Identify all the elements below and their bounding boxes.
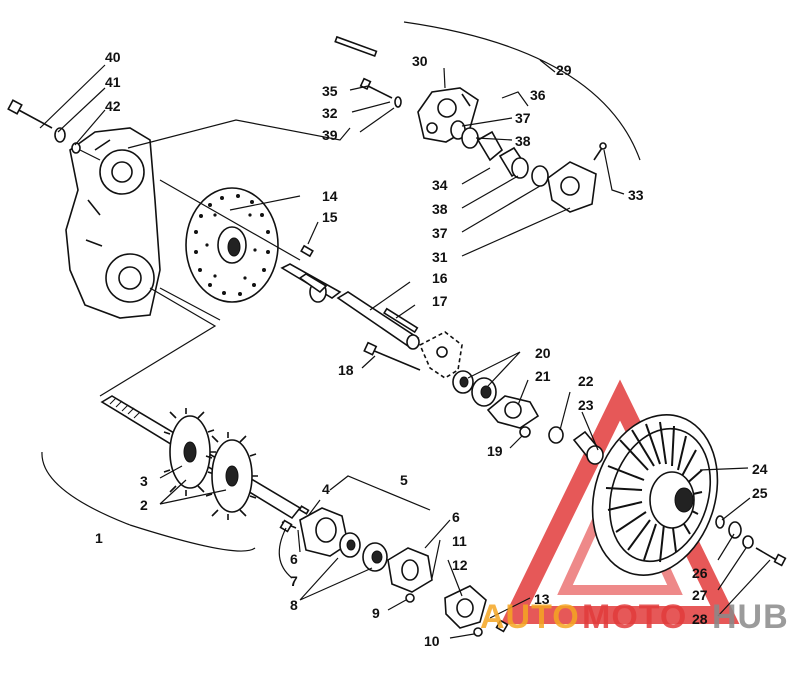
washer-39 <box>394 96 402 108</box>
label-15: 15 <box>322 209 338 225</box>
label-14: 14 <box>322 188 338 204</box>
label-4: 4 <box>322 481 330 497</box>
bolt-40 <box>7 99 53 129</box>
brake-caliper-31 <box>547 161 597 213</box>
drive-sprocket-2b <box>205 432 258 520</box>
label-39: 39 <box>322 127 338 143</box>
label-24: 24 <box>752 461 768 477</box>
label-6a: 6 <box>290 551 298 567</box>
label-5: 5 <box>400 472 408 488</box>
part-labels: 40 41 42 14 15 16 17 18 20 21 19 22 23 2… <box>95 49 768 649</box>
spacer-23 <box>572 430 604 465</box>
label-37a: 37 <box>515 110 531 126</box>
label-29: 29 <box>556 62 572 78</box>
label-38a: 38 <box>515 133 531 149</box>
label-36: 36 <box>530 87 546 103</box>
label-40: 40 <box>105 49 121 65</box>
label-26: 26 <box>692 565 708 581</box>
leader-lines <box>39 59 771 639</box>
watermark-moto: MOTO <box>582 598 687 636</box>
watermark-text: AUTO MOTO HUB <box>480 598 789 636</box>
key-17 <box>383 307 419 334</box>
key-15 <box>300 244 314 258</box>
tube-16 <box>336 291 420 350</box>
bolt-6 <box>298 505 310 515</box>
label-25: 25 <box>752 485 768 501</box>
label-33: 33 <box>628 187 644 203</box>
nut-10 <box>473 627 483 637</box>
label-7: 7 <box>290 573 298 589</box>
label-27: 27 <box>692 587 708 603</box>
washer-26 <box>728 521 742 539</box>
label-21: 21 <box>535 368 551 384</box>
label-19: 19 <box>487 443 503 459</box>
label-17: 17 <box>432 293 448 309</box>
bleeder-33 <box>593 142 607 161</box>
label-31: 31 <box>432 249 448 265</box>
label-1: 1 <box>95 530 103 546</box>
label-41: 41 <box>105 74 121 90</box>
label-35: 35 <box>322 83 338 99</box>
label-32: 32 <box>322 105 338 121</box>
label-34: 34 <box>432 177 448 193</box>
washer-25 <box>715 515 725 529</box>
brake-pad-34a <box>476 130 504 162</box>
label-38b: 38 <box>432 201 448 217</box>
pin-35 <box>334 35 378 58</box>
nut-9 <box>405 593 415 603</box>
label-2: 2 <box>140 497 148 513</box>
watermark-hub: HUB <box>712 598 789 636</box>
label-10: 10 <box>424 633 440 649</box>
label-8: 8 <box>290 597 298 613</box>
label-18: 18 <box>338 362 354 378</box>
bolt-13 <box>495 619 509 633</box>
label-16: 16 <box>432 270 448 286</box>
drive-sprocket-2a <box>163 408 216 496</box>
label-37b: 37 <box>432 225 448 241</box>
label-30: 30 <box>412 53 428 69</box>
label-11: 11 <box>452 533 467 549</box>
o-ring-37b <box>531 165 549 187</box>
label-3: 3 <box>140 473 148 489</box>
bolt-28 <box>755 547 787 567</box>
end-cap-12 <box>444 585 487 629</box>
label-42: 42 <box>105 98 121 114</box>
chaincase-housing <box>65 127 161 319</box>
label-12: 12 <box>452 557 468 573</box>
bolt-18 <box>363 341 421 371</box>
bolt-32 <box>359 77 393 99</box>
label-23: 23 <box>578 397 594 413</box>
mount-plate <box>418 331 463 379</box>
label-22: 22 <box>578 373 594 389</box>
washer-27 <box>742 535 754 549</box>
washer-22 <box>548 426 564 444</box>
piston-38a <box>461 127 479 149</box>
washer-41 <box>54 127 66 143</box>
label-6b: 6 <box>452 509 460 525</box>
flange-21 <box>486 395 540 429</box>
piston-38b <box>511 157 529 179</box>
bearing-plate-6 <box>387 547 433 593</box>
label-28: 28 <box>692 611 708 627</box>
label-20: 20 <box>535 345 551 361</box>
brake-disc-14 <box>185 187 279 303</box>
bolt-7 <box>279 519 293 533</box>
label-9: 9 <box>372 605 380 621</box>
label-13: 13 <box>534 591 550 607</box>
nut-19 <box>519 426 531 438</box>
watermark-auto: AUTO <box>480 598 580 636</box>
driven-clutch-24 <box>591 414 719 576</box>
jackshaft-stub <box>280 263 342 303</box>
